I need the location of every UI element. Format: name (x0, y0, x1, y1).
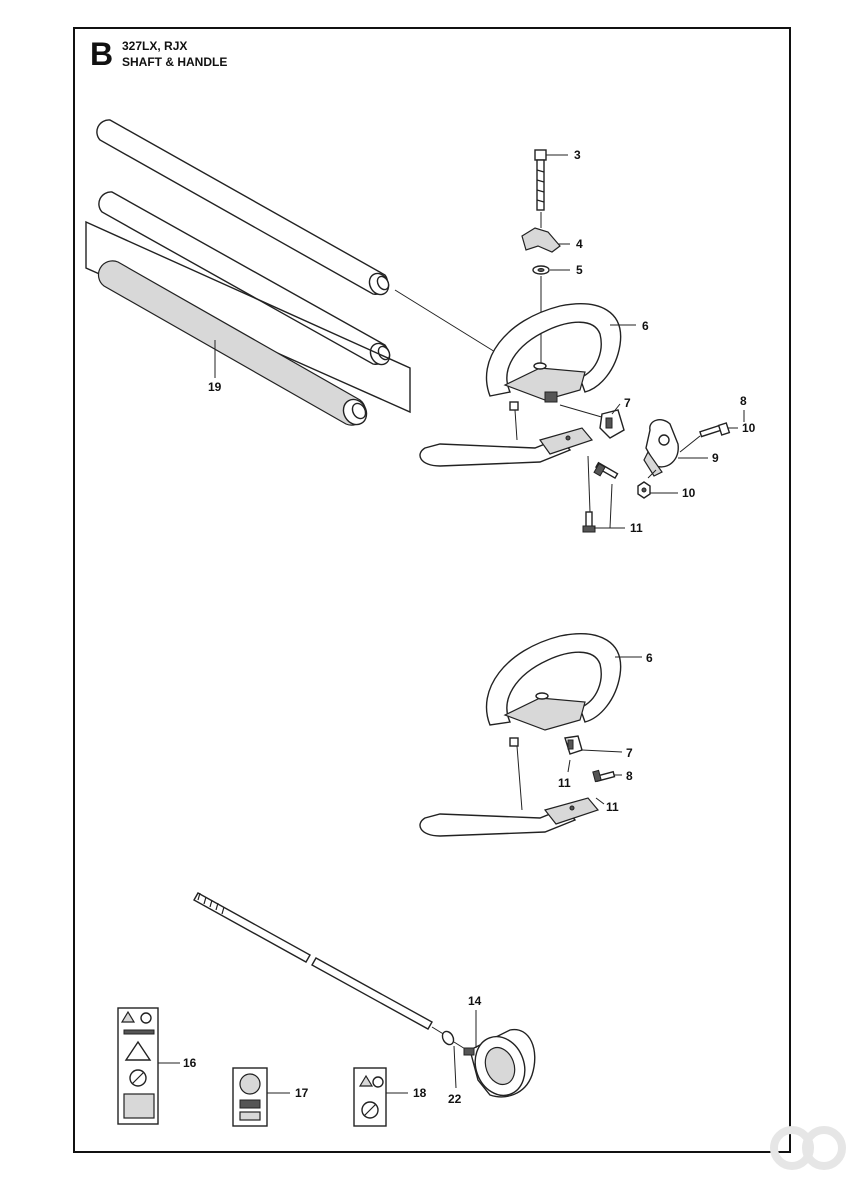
callout-8-bottom: 8 (626, 769, 633, 783)
shaft-tube-grip (85, 220, 411, 426)
callout-11-mid: 11 (558, 776, 571, 790)
bolt-11-angled (593, 461, 619, 480)
callout-10-nut: 10 (682, 486, 696, 500)
loop-handle-bottom (485, 633, 622, 747)
watermark-logo (770, 1126, 846, 1170)
bolt-11-vertical (582, 511, 596, 533)
model-label: 327LX, RJX (122, 39, 188, 53)
loop-handle-top (485, 303, 622, 411)
wing-knob-4 (521, 227, 561, 253)
callout-19: 19 (208, 380, 222, 394)
callout-6-top: 6 (642, 319, 649, 333)
callout-8-top: 8 (740, 394, 747, 408)
clamp-7-bottom (564, 735, 583, 755)
section-letter: B (90, 36, 114, 72)
screw-10-top (699, 422, 731, 438)
decal-18 (353, 1067, 387, 1127)
bracket-9 (643, 419, 679, 477)
callout-11-bottom: 11 (606, 800, 619, 814)
callout-17: 17 (295, 1086, 309, 1100)
handle-lower-bar-bottom (419, 797, 600, 837)
callout-22: 22 (448, 1092, 462, 1106)
drive-shaft (193, 892, 433, 1030)
screw-8-bottom (592, 769, 616, 783)
snap-ring-22 (441, 1030, 455, 1046)
callout-5: 5 (576, 263, 583, 277)
callout-3: 3 (574, 148, 581, 162)
drum-14 (463, 1028, 536, 1098)
callout-16: 16 (183, 1056, 197, 1070)
washer-5 (532, 265, 550, 275)
callout-18: 18 (413, 1086, 427, 1100)
callout-14: 14 (468, 994, 482, 1008)
callout-7-top: 7 (624, 396, 631, 410)
callout-7-bottom: 7 (626, 746, 633, 760)
bolt-3 (534, 149, 547, 211)
diagram-frame (73, 27, 791, 1153)
decal-17 (232, 1067, 268, 1127)
decal-16 (117, 1007, 159, 1125)
nut-10 (637, 481, 651, 499)
callout-6-bottom: 6 (646, 651, 653, 665)
section-title: SHAFT & HANDLE (122, 55, 228, 69)
handle-lower-bar-top (419, 427, 594, 467)
shaft-tube-upper (96, 119, 390, 296)
callout-4: 4 (576, 237, 583, 251)
callout-10-top: 10 (742, 421, 756, 435)
clamp-7-top (599, 409, 625, 439)
callout-9: 9 (712, 451, 719, 465)
callout-11-top: 11 (630, 521, 643, 535)
